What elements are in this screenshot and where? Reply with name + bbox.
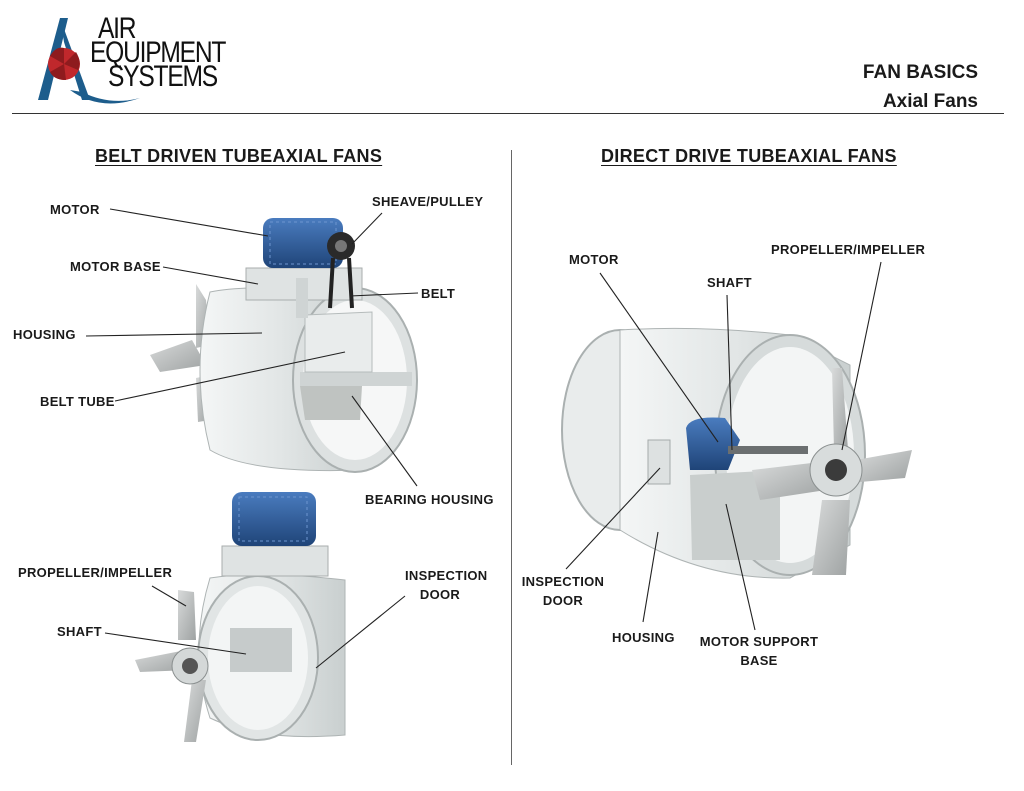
label-dd-motor-support-line2: BASE: [740, 653, 778, 668]
logo-text-systems: SYSTEMS: [108, 60, 218, 93]
logo-emblem-icon: [38, 18, 140, 104]
label-dd-inspection-line1: INSPECTION: [521, 574, 605, 589]
belt-driven-fan-1: [150, 218, 418, 473]
header-divider: [12, 113, 1004, 114]
direct-drive-title: DIRECT DRIVE TUBEAXIAL FANS: [601, 146, 897, 166]
belt-driven-fan-2: [135, 492, 346, 742]
label-motor: MOTOR: [50, 202, 100, 217]
label-belt: BELT: [421, 286, 456, 301]
page-title: FAN BASICS: [862, 62, 978, 83]
label-inspection-line1: INSPECTION: [405, 568, 488, 583]
page-subtitle: Axial Fans: [882, 91, 978, 112]
label-dd-motor: MOTOR: [569, 252, 619, 267]
label-dd-inspection-line2: DOOR: [542, 593, 584, 608]
label-dd-motor-support-line1: MOTOR SUPPORT: [699, 634, 819, 649]
section-divider: [511, 150, 512, 765]
belt-driven-title: BELT DRIVEN TUBEAXIAL FANS: [95, 146, 383, 166]
label-motor-base: MOTOR BASE: [70, 259, 161, 274]
label-sheave-pulley: SHEAVE/PULLEY: [372, 194, 484, 209]
page-header: FAN BASICS Axial Fans: [863, 58, 978, 116]
label-dd-inspection-door: INSPECTION DOOR: [517, 572, 609, 610]
label-dd-motor-support-base: MOTOR SUPPORT BASE: [694, 632, 824, 670]
leader-lines: [85, 208, 882, 669]
label-inspection-line2: DOOR: [419, 587, 461, 602]
label-inspection-door: INSPECTION DOOR: [405, 566, 488, 604]
label-bearing-housing: BEARING HOUSING: [365, 492, 494, 507]
company-logo: AIR EQUIPMENT SYSTEMS: [30, 12, 226, 112]
logo-text-air: AIR: [98, 12, 137, 45]
label-propeller-impeller: PROPELLER/IMPELLER: [18, 565, 173, 580]
direct-drive-fan: [561, 327, 912, 579]
label-shaft: SHAFT: [57, 624, 102, 639]
label-dd-shaft: SHAFT: [707, 275, 752, 290]
logo-text-equipment: EQUIPMENT: [90, 36, 226, 69]
label-dd-propeller-impeller: PROPELLER/IMPELLER: [771, 242, 926, 257]
label-dd-housing: HOUSING: [612, 630, 675, 645]
label-belt-tube: BELT TUBE: [40, 394, 115, 409]
label-housing: HOUSING: [13, 327, 76, 342]
